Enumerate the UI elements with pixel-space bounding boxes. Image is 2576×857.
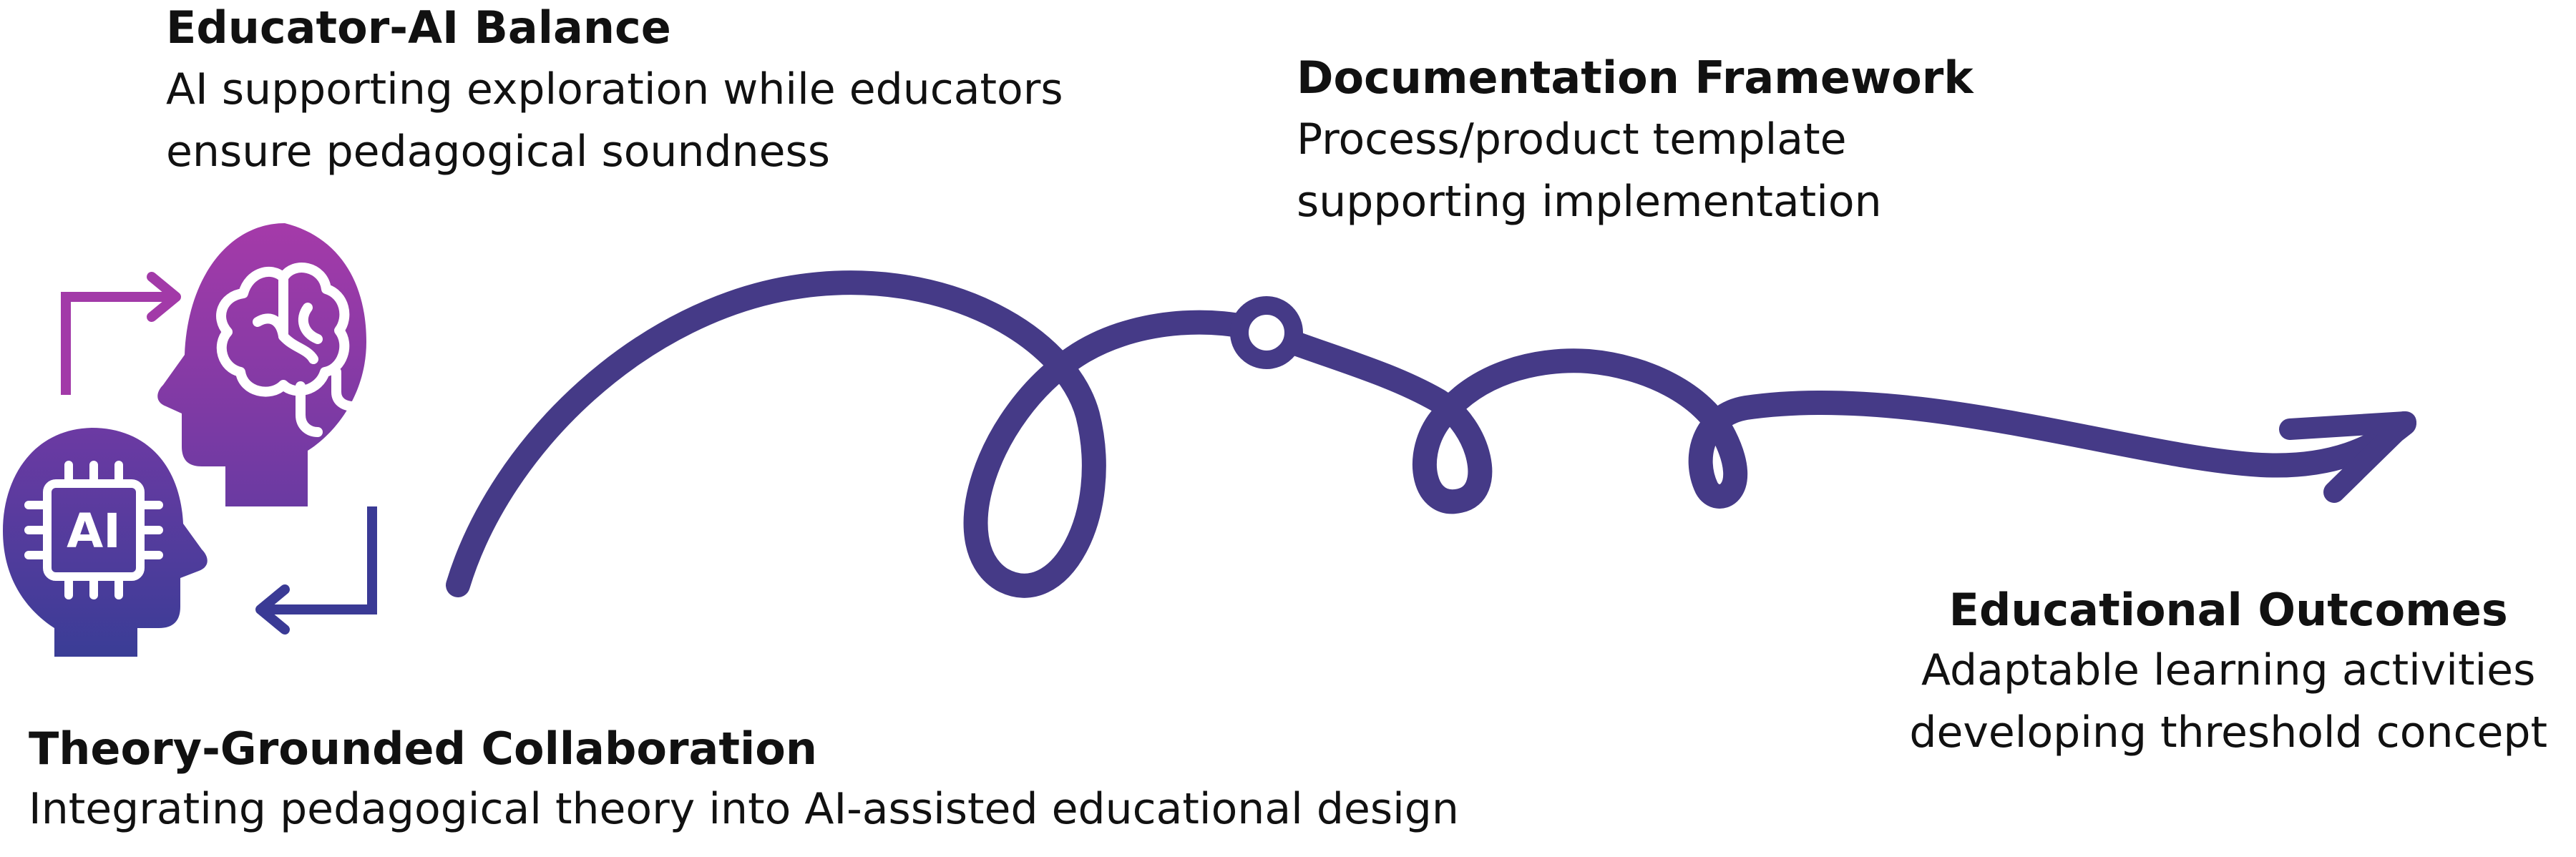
educator-ai-balance-heading: Educator-AI Balance	[166, 1, 671, 54]
theory-grounded-collaboration-description: Integrating pedagogical theory into AI-a…	[29, 778, 1459, 841]
cycle-arrow-top-icon	[61, 272, 181, 395]
educational-outcomes-line-1: Adaptable learning activities	[1921, 645, 2536, 696]
educational-outcomes-heading: Educational Outcomes	[1948, 584, 2508, 636]
theory-grounded-collaboration-heading: Theory-Grounded Collaboration	[29, 723, 817, 775]
educational-outcomes-description: Adaptable learning activities developing…	[1909, 640, 2547, 764]
documentation-framework-heading: Documentation Framework	[1297, 52, 1974, 104]
theory-grounded-collaboration-section: Theory-Grounded Collaboration Integratin…	[29, 723, 1459, 841]
journey-path	[446, 270, 2416, 598]
documentation-framework-description: Process/product template supporting impl…	[1297, 109, 1974, 233]
cycle-arrow-bottom-icon	[255, 506, 377, 635]
ai-chip-label: AI	[67, 504, 121, 559]
educational-outcomes-section: Educational Outcomes Adaptable learning …	[1909, 584, 2547, 764]
theory-grounded-collaboration-line-1: Integrating pedagogical theory into AI-a…	[29, 784, 1459, 835]
ai-head-icon: AI	[3, 428, 208, 657]
educator-ai-balance-section: Educator-AI Balance AI supporting explor…	[166, 1, 1063, 183]
educator-ai-balance-line-1: AI supporting exploration while educator…	[166, 64, 1063, 115]
educator-ai-balance-line-2: ensure pedagogical soundness	[166, 127, 831, 177]
documentation-framework-line-1: Process/product template	[1297, 114, 1847, 165]
documentation-framework-section: Documentation Framework Process/product …	[1297, 52, 1974, 233]
documentation-framework-line-2: supporting implementation	[1297, 177, 1882, 227]
educational-outcomes-line-2: developing threshold concept	[1909, 707, 2547, 758]
brain-head-icon	[157, 223, 366, 506]
educator-ai-balance-description: AI supporting exploration while educator…	[166, 59, 1063, 183]
